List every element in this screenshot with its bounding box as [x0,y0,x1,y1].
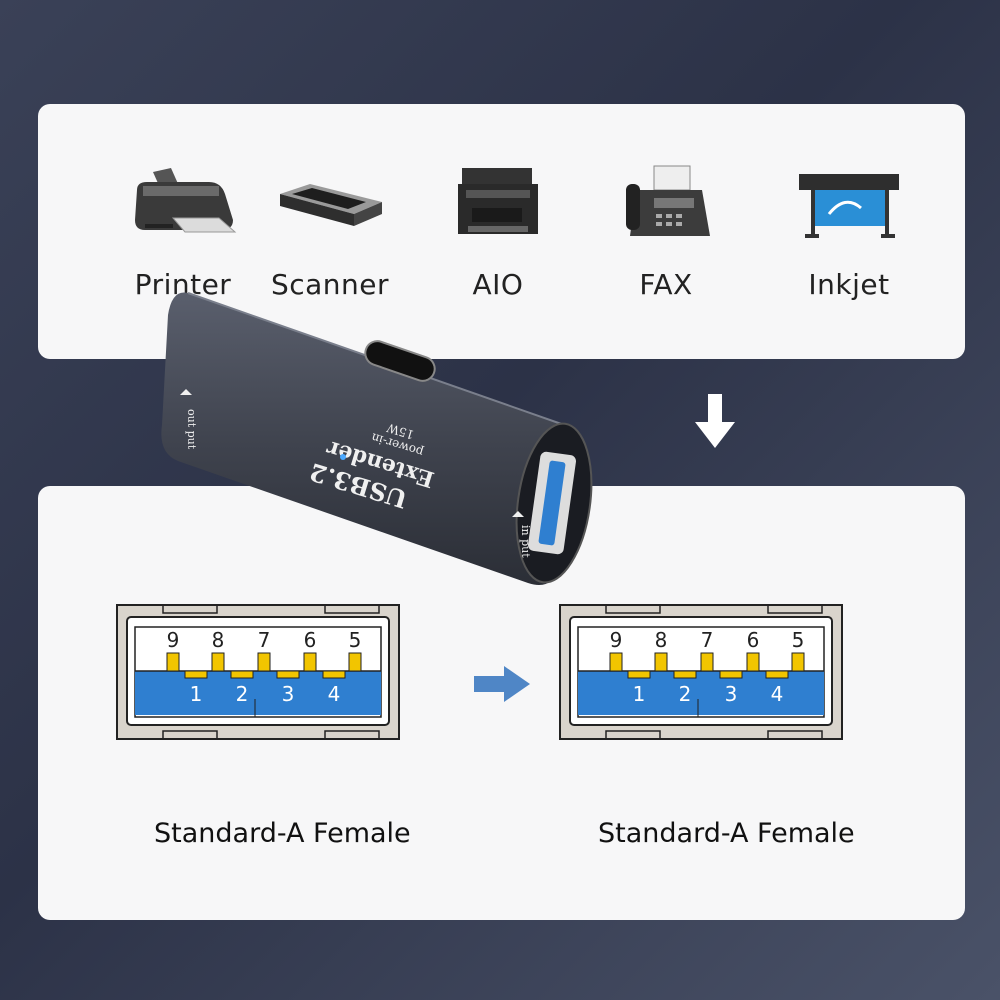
pin-label: 6 [304,628,317,652]
device-label-inkjet: Inkjet [808,268,890,301]
pin-label: 2 [679,682,692,706]
device-label-scanner: Scanner [270,268,390,301]
pin-label: 9 [610,628,623,652]
connector-label-left: Standard-A Female [154,818,411,849]
inkjet-plotter-icon [799,174,899,238]
arrow-right-icon [474,666,530,702]
device-aio: AIO [423,164,573,301]
device-label-fax: FAX [639,268,693,301]
input-port-label: in put [519,525,532,558]
pin-label: 8 [655,628,668,652]
output-port-label: out put [185,409,198,450]
pin-label: 5 [349,628,362,652]
fax-icon [626,165,710,236]
usb-a-connector-right: 9 8 7 6 5 1 2 3 4 [559,604,843,740]
pin-label: 3 [282,682,295,706]
pin-label: 6 [747,628,760,652]
pin-label: 1 [633,682,646,706]
pin-label: 8 [212,628,225,652]
usb-a-connector-left: 9 8 7 6 5 1 2 3 4 [116,604,400,740]
pin-label: 7 [701,628,714,652]
usb-extender-device: USB3.2 Extender power-in 15W out put in … [161,292,593,585]
pin-label: 7 [258,628,271,652]
device-label-aio: AIO [472,268,524,301]
pin-label: 9 [167,628,180,652]
pin-label: 2 [236,682,249,706]
aio-printer-icon [458,168,538,234]
printer-icon [135,168,237,233]
pin-label: 1 [190,682,203,706]
output-arrow-icon [180,389,192,395]
pin-label: 5 [792,628,805,652]
device-scanner: Scanner [255,164,405,301]
pin-label: 4 [328,682,341,706]
device-inkjet: Inkjet [774,164,924,301]
device-printer: Printer [108,164,258,301]
scanner-icon [280,184,382,226]
arrow-down-icon [695,394,735,448]
pin-label: 3 [725,682,738,706]
connector-label-right: Standard-A Female [598,818,855,849]
device-fax: FAX [591,164,741,301]
input-arrow-icon [512,511,524,517]
led-indicator [340,454,346,460]
pin-label: 4 [771,682,784,706]
